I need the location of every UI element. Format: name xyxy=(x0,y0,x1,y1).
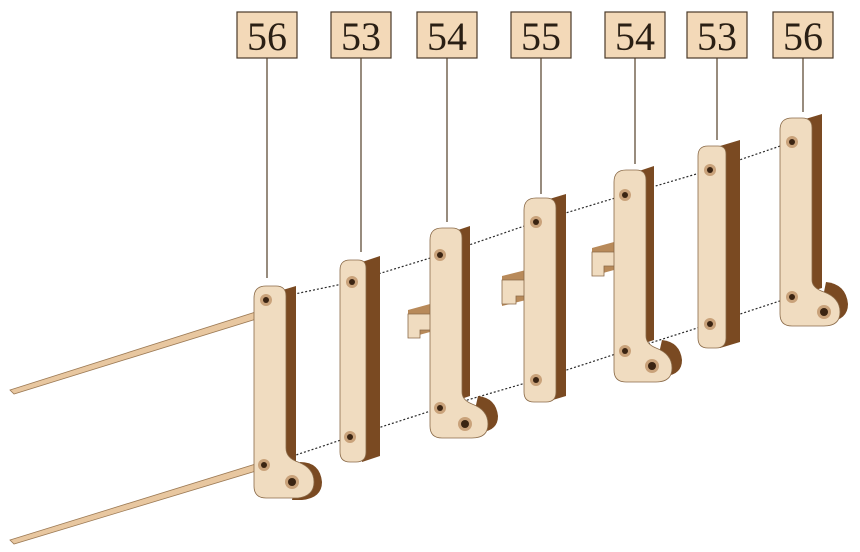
label-part-7: 56 xyxy=(773,12,833,112)
label-part-1: 56 xyxy=(237,12,297,278)
label-text: 53 xyxy=(697,14,737,59)
part-54-right xyxy=(592,166,682,382)
label-text: 54 xyxy=(615,14,655,59)
part-55 xyxy=(502,194,566,402)
label-text: 53 xyxy=(341,14,381,59)
part-56-left xyxy=(254,286,322,500)
label-part-4: 55 xyxy=(511,12,571,194)
label-part-2: 53 xyxy=(331,12,391,252)
part-54-left xyxy=(408,226,498,438)
label-text: 56 xyxy=(783,14,823,59)
label-text: 56 xyxy=(247,14,287,59)
label-part-3: 54 xyxy=(417,12,477,222)
skewer-upper xyxy=(10,310,266,394)
label-part-6: 53 xyxy=(687,12,747,140)
label-text: 54 xyxy=(427,14,467,59)
skewer-lower xyxy=(10,462,266,544)
part-53-right xyxy=(698,140,740,348)
part-56-right xyxy=(780,114,848,326)
part-53-left xyxy=(340,256,380,462)
label-text: 55 xyxy=(521,14,561,59)
label-part-5: 54 xyxy=(605,12,665,164)
